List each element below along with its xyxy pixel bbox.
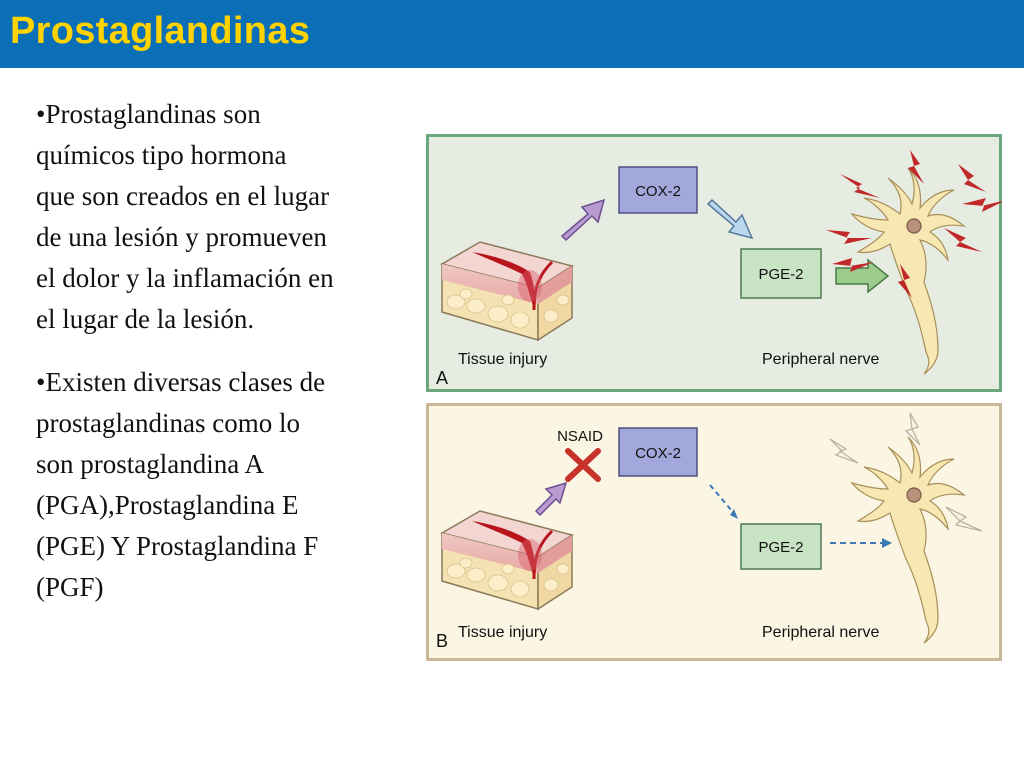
pge2-label-b: PGE-2	[758, 539, 803, 556]
arrow-tissue-to-cox2-b	[534, 481, 568, 517]
pge2-box-a	[740, 248, 822, 299]
title-bar: Prostaglandinas	[0, 0, 1024, 68]
pge2-box-b	[740, 523, 822, 570]
neuron-b	[850, 436, 967, 644]
neuron-a	[850, 167, 967, 375]
arrow-pge2-to-nerve-a	[835, 258, 890, 294]
peripheral-nerve-label-a: Peripheral nerve	[762, 351, 880, 368]
bullet-prostaglandin-classes: •Existen diversas clases de prostaglandi…	[36, 367, 326, 602]
panel-letter-a: A	[436, 368, 448, 388]
cox2-label-b: COX-2	[635, 445, 681, 462]
bullet-prostaglandin-definition: •Prostaglandinas son químicos tipo hormo…	[36, 99, 334, 334]
tissue-block-b	[440, 510, 574, 611]
cox2-label-a: COX-2	[635, 183, 681, 200]
peripheral-nerve-label-b: Peripheral nerve	[762, 624, 880, 641]
blocked-x-icon	[565, 448, 601, 482]
reduced-pain-signals-b	[829, 412, 983, 532]
cox2-box-a	[618, 166, 698, 214]
pge2-label-a: PGE-2	[758, 266, 803, 283]
panel-b-diagram: NSAID COX-2 PGE-2 B Tissue injury Periph…	[426, 403, 1002, 661]
tissue-injury-label-b: Tissue injury	[458, 624, 547, 641]
dashed-arrow-cox2-to-pge2-b	[709, 484, 733, 512]
pain-signals-a	[826, 150, 1002, 298]
panel-a-diagram: COX-2 PGE-2 A Tissue injury Peripheral n…	[426, 134, 1002, 392]
tissue-injury-label-a: Tissue injury	[458, 351, 547, 368]
cox2-box-b	[618, 427, 698, 477]
bullet-list: •Prostaglandinas son químicos tipo hormo…	[36, 94, 426, 608]
nsaid-label: NSAID	[557, 428, 603, 445]
arrow-tissue-to-cox2-a	[560, 198, 606, 242]
panel-letter-b: B	[436, 631, 448, 651]
slide-title: Prostaglandinas	[10, 10, 311, 52]
dashed-arrow-head-2-b	[882, 538, 892, 548]
arrow-cox2-to-pge2-a	[706, 198, 754, 240]
tissue-block-a	[440, 241, 574, 342]
dashed-arrow-head-1-b	[730, 509, 738, 519]
